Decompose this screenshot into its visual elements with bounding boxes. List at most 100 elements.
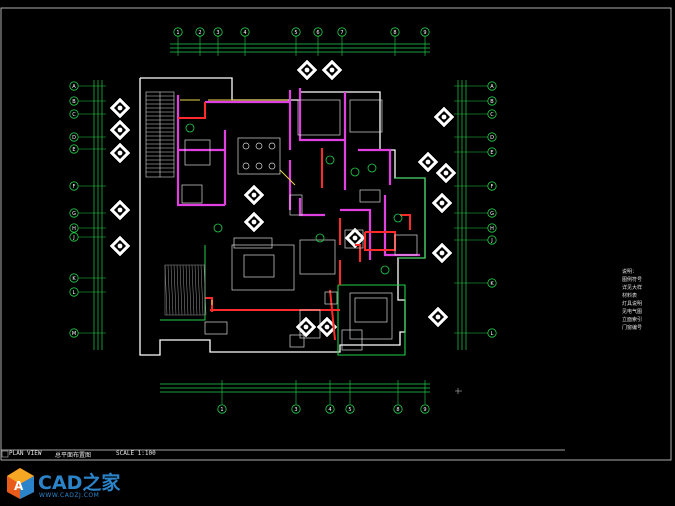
elevation-index-diamond <box>344 227 366 249</box>
svg-text:2: 2 <box>198 30 201 36</box>
watermark-url: WWW.CADZJ.COM <box>39 492 100 499</box>
elevation-index-diamond <box>243 184 265 206</box>
axis-bubble-top: 9 <box>420 27 430 37</box>
svg-text:G: G <box>72 211 76 217</box>
axis-bubble-right: J <box>487 235 497 245</box>
axis-bubble-left: E <box>69 144 79 154</box>
svg-text:B: B <box>72 99 76 105</box>
svg-text:C: C <box>490 112 494 118</box>
axis-bubble-top: 8 <box>390 27 400 37</box>
axis-bubble-left: J <box>69 232 79 242</box>
axis-bubble-left: F <box>69 181 79 191</box>
drawing-frame <box>0 7 672 461</box>
axis-bubble-right: H <box>487 223 497 233</box>
axis-bubble-top: 6 <box>313 27 323 37</box>
svg-text:1: 1 <box>176 30 179 36</box>
elevation-index-diamond <box>431 192 453 214</box>
dimension-lines-left <box>93 80 103 350</box>
legend-note: 材料表 <box>622 293 638 299</box>
svg-text:J: J <box>490 238 492 244</box>
svg-text:5: 5 <box>348 407 351 413</box>
dimension-lines-top <box>170 43 430 53</box>
svg-text:6: 6 <box>316 30 319 36</box>
elevation-index-diamond <box>109 142 131 164</box>
axis-bubble-right: K <box>487 278 497 288</box>
grid-axis-bottom: 1 3 4 5 8 9 <box>217 380 430 414</box>
axis-bubble-left: A <box>69 81 79 91</box>
axis-bubble-bottom: 9 <box>420 404 430 414</box>
axis-bubble-right: L <box>487 328 497 338</box>
stairwell <box>145 91 175 178</box>
structural-walls <box>178 102 411 341</box>
axis-bubble-bottom: 8 <box>393 404 403 414</box>
svg-text:K: K <box>490 281 494 287</box>
svg-text:7: 7 <box>340 30 343 36</box>
svg-text:A: A <box>14 479 24 493</box>
svg-text:8: 8 <box>396 407 399 413</box>
axis-bubble-top: 5 <box>291 27 301 37</box>
cad-logo-icon: A <box>7 468 34 499</box>
axis-bubble-left: G <box>69 208 79 218</box>
section-markers <box>185 123 403 275</box>
axis-bubble-left: L <box>69 287 79 297</box>
elevation-index-diamond <box>435 162 457 184</box>
legend-note: 见电气图 <box>622 309 643 315</box>
window-lines <box>180 99 296 305</box>
grid-axis-top: 1 2 3 4 5 6 7 8 9 <box>173 27 430 56</box>
dimension-lines-right <box>457 80 467 350</box>
furniture <box>181 99 418 351</box>
watermark-brand: CAD之家 <box>38 472 121 494</box>
svg-text:4: 4 <box>328 407 331 413</box>
axis-bubble-right: D <box>487 132 497 142</box>
svg-text:1: 1 <box>220 407 223 413</box>
legend-note: 详见大样 <box>622 285 643 291</box>
elevation-index-diamond <box>296 59 318 81</box>
axis-bubble-left: K <box>69 273 79 283</box>
legend-note: 说明： <box>622 269 638 275</box>
legend-note: 图例符号 <box>622 277 643 283</box>
svg-text:D: D <box>490 135 494 141</box>
north-mark <box>455 388 462 394</box>
view-label: PLAN VIEW <box>9 450 42 457</box>
svg-text:E: E <box>72 147 75 153</box>
planter-hatch <box>164 264 207 316</box>
axis-bubble-top: 3 <box>213 27 223 37</box>
axis-bubble-right: B <box>487 96 497 106</box>
svg-text:E: E <box>490 150 493 156</box>
dimension-lines-bottom <box>160 383 430 393</box>
legend-notes: 说明：图例符号详见大样材料表灯具说明见电气图立面索引门窗编号 <box>622 268 652 332</box>
elevation-index-diamond <box>243 211 265 233</box>
axis-bubble-left: C <box>69 109 79 119</box>
elevation-index-markers <box>109 59 457 338</box>
axis-bubble-right: F <box>487 181 497 191</box>
svg-text:H: H <box>490 226 494 232</box>
svg-text:4: 4 <box>243 30 246 36</box>
watermark: A CAD之家 WWW.CADZJ.COM <box>6 466 146 502</box>
elevation-index-diamond <box>431 242 453 264</box>
axis-bubble-top: 4 <box>240 27 250 37</box>
elevation-index-diamond <box>109 235 131 257</box>
axis-bubble-top: 1 <box>173 27 183 37</box>
svg-text:F: F <box>491 184 494 190</box>
svg-text:9: 9 <box>423 407 426 413</box>
svg-text:J: J <box>72 235 74 241</box>
svg-text:K: K <box>72 276 76 282</box>
axis-bubble-left: D <box>69 132 79 142</box>
elevation-index-diamond <box>109 97 131 119</box>
axis-bubble-top: 7 <box>337 27 347 37</box>
axis-bubble-bottom: 4 <box>325 404 335 414</box>
svg-text:D: D <box>72 135 76 141</box>
svg-text:A: A <box>490 84 494 90</box>
axis-bubble-right: C <box>487 109 497 119</box>
partition-walls <box>176 88 420 260</box>
axis-bubble-left: M <box>69 328 79 338</box>
drawing-name: 总平面布置图 <box>55 452 92 459</box>
axis-bubble-right: E <box>487 147 497 157</box>
svg-text:8: 8 <box>393 30 396 36</box>
elevation-index-diamond <box>109 119 131 141</box>
axis-bubble-bottom: 3 <box>291 404 301 414</box>
legend-note: 门窗编号 <box>622 325 643 331</box>
